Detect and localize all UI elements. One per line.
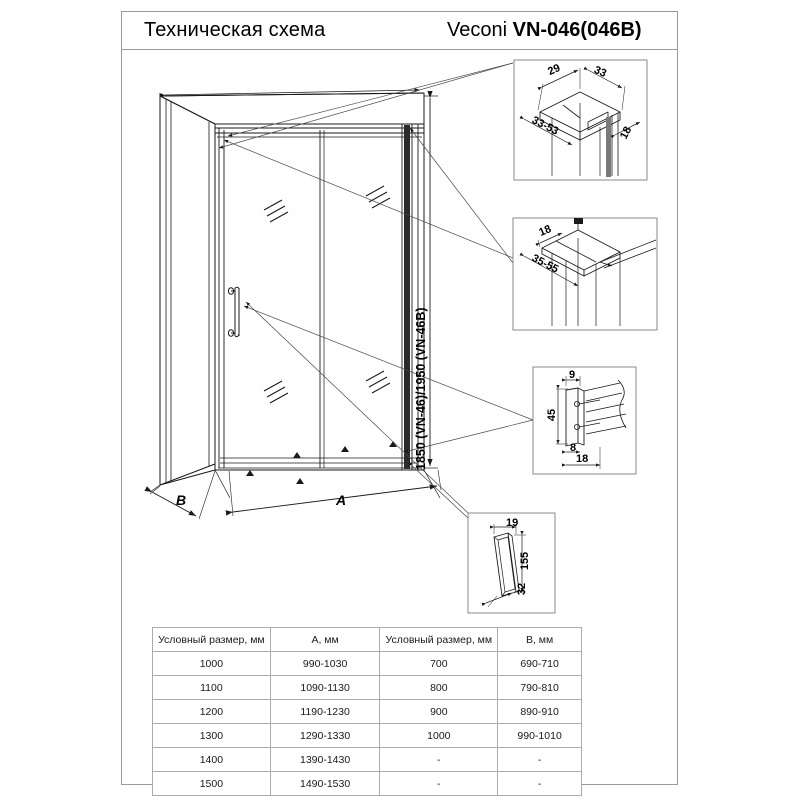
table-cell: - [379, 747, 499, 772]
table-cell: 990-1030 [269, 651, 381, 676]
dimension-height-label: 1850 (VN-46)/1950 (VN-46B) [414, 307, 428, 470]
table-cell: 1000 [152, 651, 271, 676]
detail4-dim-155: 155 [519, 551, 532, 571]
table-header-row: Условный размер, мм A, мм Условный разме… [152, 627, 582, 652]
dimension-A-label: A [336, 492, 347, 508]
table-cell: 1090-1130 [269, 675, 381, 700]
model-code: VN-046(046B) [512, 19, 642, 41]
table-cell: 1200 [152, 699, 271, 724]
table-cell: 690-710 [497, 651, 582, 676]
table-cell: 1190-1230 [269, 699, 381, 724]
title-block: Техническая схема Veconi VN-046(046B) [121, 11, 678, 50]
table-cell: - [497, 747, 582, 772]
table-cell: 1290-1330 [269, 723, 381, 748]
table-cell: 1390-1430 [269, 747, 381, 772]
model-designation: Veconi VN-046(046B) [447, 19, 642, 42]
detail3-dim-18: 18 [576, 453, 589, 465]
model-brand: Veconi [447, 19, 513, 41]
detail3-dim-45: 45 [546, 408, 559, 422]
table-cell: 700 [379, 651, 499, 676]
table-cell: 1000 [379, 723, 499, 748]
table-cell: - [497, 771, 582, 796]
table-cell: 990-1010 [497, 723, 582, 748]
page-title: Техническая схема [144, 19, 326, 41]
size-specification-table: Условный размер, мм A, мм Условный разме… [152, 627, 582, 796]
table-cell: 1400 [152, 747, 271, 772]
detail4-dim-19: 19 [506, 517, 519, 529]
detail4-dim-32: 32 [516, 582, 529, 596]
table-header-cell: Условный размер, мм [152, 627, 271, 652]
table-cell: 1500 [152, 771, 271, 796]
table-cell: 1300 [152, 723, 271, 748]
table-cell: 890-910 [497, 699, 582, 724]
table-cell: 790-810 [497, 675, 582, 700]
table-cell: 900 [379, 699, 499, 724]
table-cell: - [379, 771, 499, 796]
table-header-cell: A, мм [269, 627, 381, 652]
table-header-cell: Условный размер, мм [379, 627, 499, 652]
table-header-cell: B, мм [497, 627, 582, 652]
table-cell: 800 [379, 675, 499, 700]
table-cell: 1490-1530 [269, 771, 381, 796]
detail3-dim-9: 9 [569, 369, 576, 381]
dimension-B-label: B [176, 492, 187, 508]
table-cell: 1100 [152, 675, 271, 700]
